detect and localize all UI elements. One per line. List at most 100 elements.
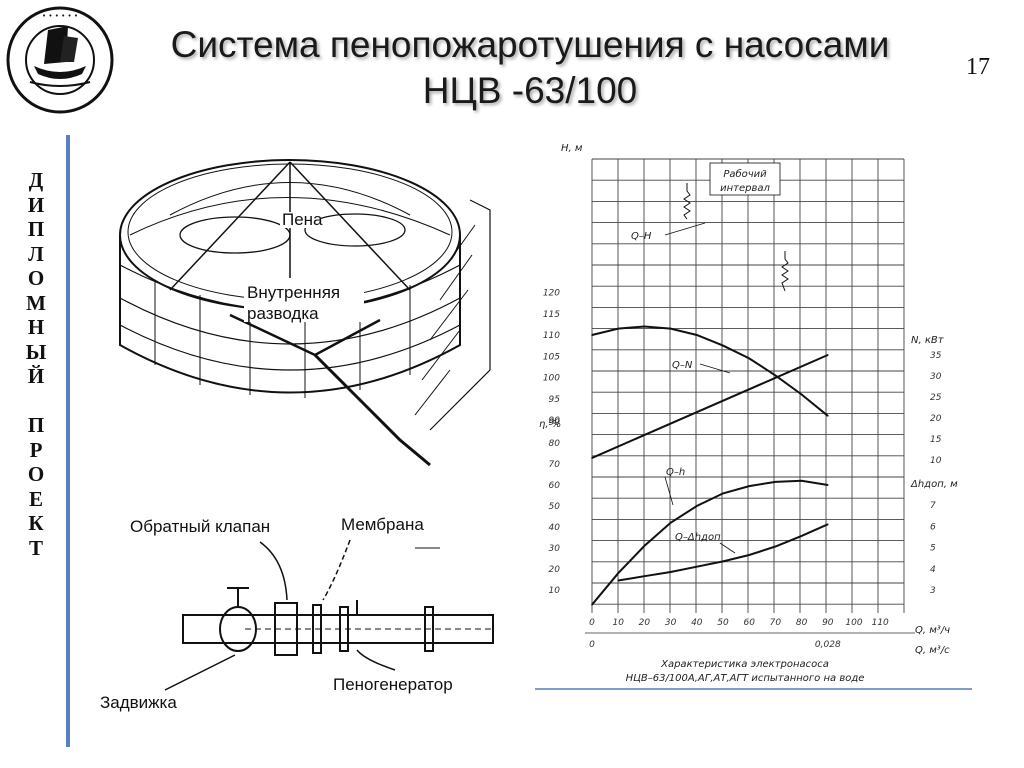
data-point	[800, 480, 803, 482]
chart-caption-line-2: НЦВ–63/100А,АГ,АТ,АГТ испытанного на вод…	[626, 673, 865, 684]
data-point	[774, 374, 777, 377]
valve-assembly-diagram: Обратный клапан Мембрана Задвижка Пеноге…	[100, 515, 494, 712]
data-point	[800, 535, 803, 537]
axis-tick-label: 15	[930, 435, 942, 445]
series-line	[591, 354, 829, 459]
data-point	[669, 571, 672, 573]
vertical-letter: Ы	[25, 339, 47, 364]
data-point	[669, 522, 672, 524]
data-point	[827, 414, 829, 417]
data-point	[800, 393, 803, 396]
series-label: Q–h	[666, 467, 685, 478]
x2-axis-title: Q, м³/с	[915, 645, 950, 656]
vertical-letter: П	[27, 217, 45, 241]
data-point	[827, 523, 829, 526]
axis-tick-label: 5	[930, 544, 936, 554]
axis-tick-label: 95	[549, 395, 561, 405]
axis-title: η, %	[539, 419, 561, 430]
internal-pipe-label-2: разводка	[247, 304, 319, 323]
vertical-letter: И	[27, 192, 45, 217]
axis-tick-label: 10	[930, 456, 942, 466]
svg-text:• • • • • •: • • • • • •	[42, 12, 78, 20]
data-point	[774, 481, 777, 483]
data-point	[643, 545, 646, 547]
axis-tick-label: 20	[930, 414, 942, 424]
membrane-label: Мембрана	[341, 515, 424, 534]
vertical-letter: Н	[27, 315, 45, 339]
x2-tick-label: 0,028	[815, 640, 841, 650]
x-tick-label: 40	[691, 618, 703, 628]
vertical-letter: Е	[28, 486, 43, 511]
axis-tick-label: 30	[930, 372, 942, 382]
vertical-letter: О	[27, 462, 45, 486]
annotation-line-1: Рабочий	[723, 168, 767, 180]
axis-tick-label: 90	[549, 416, 561, 426]
foam-label: Пена	[282, 210, 323, 229]
data-point	[722, 344, 724, 347]
vertical-letter: Л	[28, 241, 44, 266]
title-line-1: Система пенопожаротушения с насосами	[170, 24, 890, 65]
data-point	[643, 575, 646, 578]
x-tick-label: 60	[743, 618, 755, 628]
axis-tick-label: 35	[930, 351, 942, 361]
axis-tick-label: 110	[543, 331, 560, 341]
x2-tick-label: 0	[589, 640, 595, 650]
chart-grid	[585, 158, 915, 634]
data-point	[774, 545, 777, 548]
data-point	[696, 505, 698, 507]
data-point	[748, 485, 750, 487]
axis-tick-label: 7	[930, 501, 936, 511]
x-tick-label: 110	[872, 618, 889, 628]
annotation-box	[709, 162, 781, 196]
data-point	[722, 560, 724, 563]
check-valve-label: Обратный клапан	[130, 517, 270, 536]
academy-logo: • • • • • •	[6, 6, 114, 114]
data-point	[827, 354, 829, 356]
data-point	[591, 334, 593, 336]
gate-valve-label: Задвижка	[100, 693, 177, 712]
series-line	[591, 325, 829, 417]
axis-tick-label: 4	[930, 565, 936, 575]
x-tick-label: 80	[796, 618, 808, 628]
vertical-letter: Й	[27, 364, 45, 388]
vertical-letter: О	[27, 266, 45, 290]
x-tick-label: 90	[822, 618, 834, 628]
data-point	[748, 357, 750, 360]
axis-tick-label: 50	[549, 502, 561, 512]
axis-tick-label: 115	[543, 310, 560, 320]
vertical-letter	[18, 389, 54, 414]
axis-tick-label: 6	[930, 522, 936, 532]
axis-tick-label: 40	[549, 523, 561, 533]
x-tick-label: 10	[612, 618, 624, 628]
series-label: Q–H	[631, 231, 652, 242]
data-point	[748, 554, 750, 556]
vertical-letter: Д	[28, 168, 44, 192]
data-point	[591, 603, 593, 606]
leader-line	[664, 476, 674, 506]
data-point	[617, 572, 619, 574]
axis-tick-label: 105	[543, 352, 560, 362]
interval-marker	[683, 183, 691, 220]
series-label: Q–N	[672, 360, 693, 371]
page-number: 17	[966, 54, 990, 80]
axis-tick-label: 120	[543, 289, 560, 299]
vertical-letter: П	[27, 413, 45, 437]
title-line-2: НЦВ -63/100	[422, 70, 638, 111]
vertical-letter: К	[28, 511, 44, 535]
data-point	[827, 484, 829, 486]
axis-tick-label: 100	[543, 374, 560, 384]
axis-tick-label: 80	[549, 439, 561, 449]
x-axis-title: Q, м³/ч	[915, 625, 950, 636]
axis-title: Δhдоп, м	[910, 479, 958, 490]
vertical-letter: Т	[28, 535, 43, 560]
data-point	[669, 327, 672, 330]
series-label: Q–Δhдоп	[675, 532, 721, 543]
axis-tick-label: 60	[549, 481, 561, 491]
x-tick-label: 70	[770, 618, 782, 628]
annotation-line-2: интервал	[720, 183, 770, 194]
data-point	[696, 565, 698, 568]
internal-pipe-label-1: Внутренняя	[247, 283, 340, 302]
axis-tick-label: 3	[930, 586, 936, 596]
